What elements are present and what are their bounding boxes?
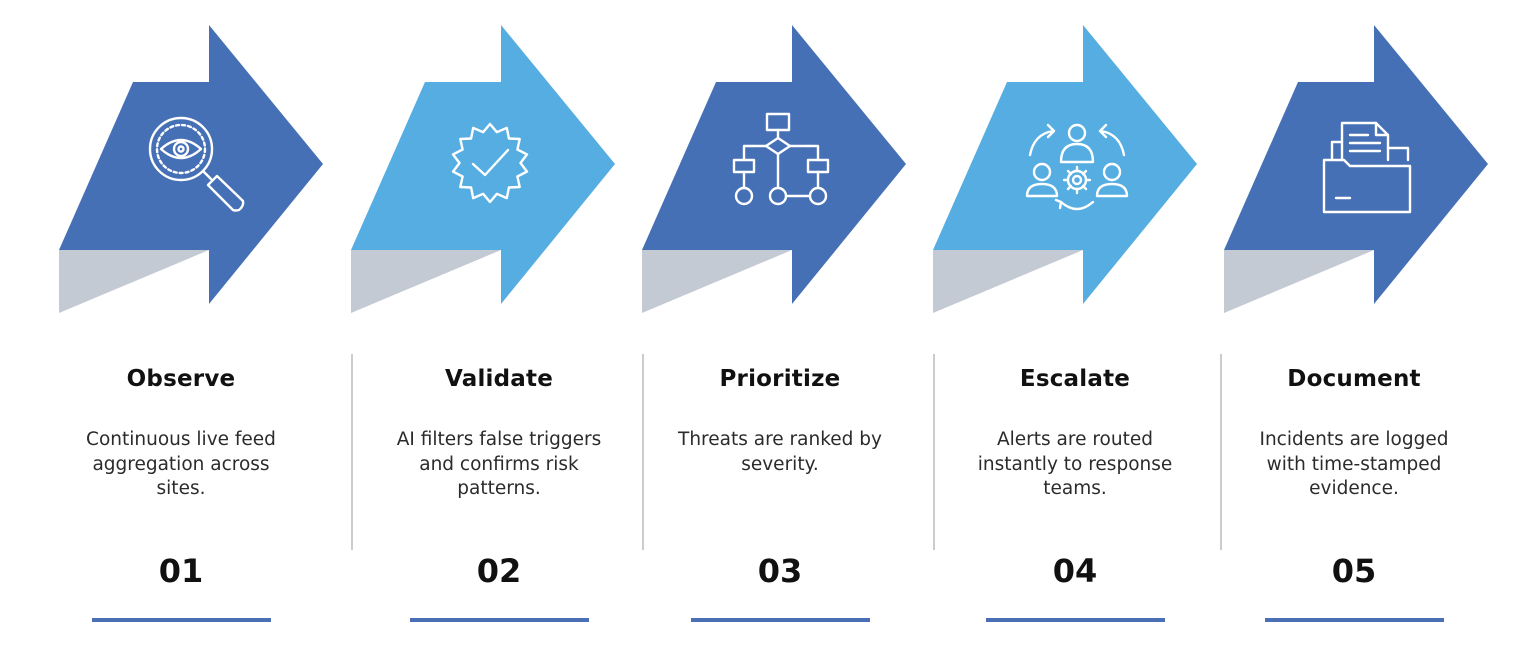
arrow-body <box>933 25 1197 304</box>
step-divider <box>351 354 353 550</box>
verified-badge-check-icon <box>451 122 529 204</box>
step-description: Incidents are logged with time-stamped e… <box>1259 429 1449 499</box>
step-number: 01 <box>158 552 204 590</box>
eye-magnifier-icon <box>148 116 245 212</box>
step-underline <box>986 618 1165 622</box>
step-underline <box>92 618 271 622</box>
step-underline <box>1265 618 1444 622</box>
arrow-shadow <box>351 250 501 313</box>
arrow-body <box>351 25 615 304</box>
step-1-arrow-shape <box>59 25 323 313</box>
step-divider <box>933 354 935 550</box>
arrow-shadow <box>59 250 209 313</box>
step-validate: Validate AI filters false triggers and c… <box>351 0 642 650</box>
step-number: 05 <box>1331 552 1377 590</box>
step-5-arrow-shape <box>1224 25 1488 313</box>
step-underline <box>410 618 589 622</box>
step-escalate: Escalate Alerts are routed instantly to … <box>933 0 1224 650</box>
document-folder-icon <box>1322 121 1412 214</box>
team-escalation-icon <box>1025 123 1129 211</box>
arrow-shadow <box>1224 250 1374 313</box>
step-title: Document <box>1287 366 1421 392</box>
flowchart-hierarchy-icon <box>732 112 830 206</box>
step-title: Validate <box>444 366 553 392</box>
step-number: 04 <box>1052 552 1098 590</box>
step-2-arrow-shape <box>351 25 615 313</box>
step-description: AI filters false triggers and confirms r… <box>396 429 602 499</box>
arrow-body <box>1224 25 1488 304</box>
arrow-shadow <box>933 250 1083 313</box>
step-document: Document Incidents are logged with time-… <box>1220 0 1515 650</box>
step-description: Continuous live feed aggregation across … <box>86 429 276 499</box>
step-observe: Observe Continuous live feed aggregation… <box>59 0 350 650</box>
step-divider <box>1220 354 1222 550</box>
step-underline <box>691 618 870 622</box>
step-title: Observe <box>126 366 236 392</box>
arrow-body <box>59 25 323 304</box>
step-3-arrow-shape <box>642 25 906 313</box>
step-number: 03 <box>757 552 803 590</box>
step-title: Escalate <box>1019 366 1131 392</box>
step-number: 02 <box>476 552 522 590</box>
arrow-shadow <box>642 250 792 313</box>
step-title: Prioritize <box>719 366 841 392</box>
step-description: Alerts are routed instantly to response … <box>977 429 1173 499</box>
step-description: Threats are ranked by severity. <box>678 429 882 475</box>
step-4-arrow-shape <box>933 25 1197 313</box>
step-divider <box>642 354 644 550</box>
arrow-body <box>642 25 906 304</box>
step-prioritize: Prioritize Threats are ranked by severit… <box>642 0 933 650</box>
